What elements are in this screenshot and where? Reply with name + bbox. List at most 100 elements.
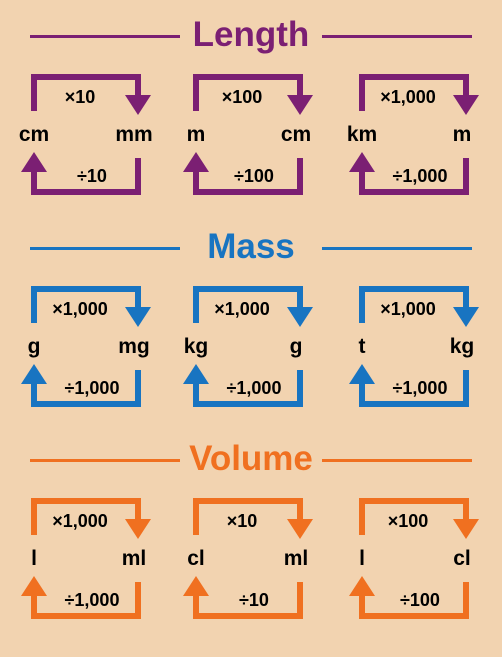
arrow-down-icon — [453, 307, 479, 327]
multiply-label: ×10 — [227, 511, 258, 531]
unit-to: mg — [118, 335, 150, 358]
divide-label: ÷1,000 — [227, 378, 282, 398]
unit-to: ml — [284, 547, 309, 570]
conversion-diagrams: ×10 ÷10 cm mm ×100 ÷100 m cm ×1,000 ÷1,000 km m — [19, 74, 479, 195]
divide-path — [193, 158, 303, 195]
conversion-loop: ×1,000 ÷1,000 km m — [347, 74, 479, 195]
title-rule-left — [30, 459, 180, 462]
multiply-label: ×1,000 — [380, 87, 436, 107]
arrow-up-icon — [349, 152, 375, 172]
multiply-path — [31, 74, 141, 111]
divide-path — [359, 370, 469, 407]
multiply-label: ×1,000 — [52, 511, 108, 531]
divide-path — [359, 582, 469, 619]
section-header: Length — [0, 12, 502, 60]
arrow-down-icon — [287, 95, 313, 115]
multiply-path — [193, 286, 303, 323]
arrow-down-icon — [125, 95, 151, 115]
unit-from: cl — [187, 547, 205, 570]
section-header: Volume — [0, 436, 502, 484]
conversion-loop: ×10 ÷10 cm mm — [19, 74, 153, 195]
multiply-path — [359, 286, 469, 323]
section-length: Length ×10 ÷10 cm mm ×100 ÷100 m cm ×1,000 ÷1,000… — [0, 0, 502, 212]
divide-label: ÷1,000 — [393, 166, 448, 186]
unit-to: m — [453, 123, 472, 146]
unit-to: ml — [122, 547, 147, 570]
divide-label: ÷100 — [234, 166, 274, 186]
section-title: Length — [192, 15, 310, 54]
divide-label: ÷10 — [77, 166, 107, 186]
conversion-loop: ×1,000 ÷1,000 t kg — [349, 286, 479, 407]
multiply-label: ×1,000 — [380, 299, 436, 319]
arrow-up-icon — [349, 364, 375, 384]
unit-to: mm — [115, 123, 152, 146]
arrow-up-icon — [21, 152, 47, 172]
unit-from: kg — [184, 335, 209, 358]
unit-to: cm — [281, 123, 311, 146]
divide-label: ÷1,000 — [393, 378, 448, 398]
unit-from: g — [28, 335, 41, 358]
multiply-label: ×1,000 — [214, 299, 270, 319]
arrow-up-icon — [183, 364, 209, 384]
multiply-path — [31, 498, 141, 535]
divide-path — [359, 158, 469, 195]
conversion-loop: ×1,000 ÷1,000 g mg — [21, 286, 151, 407]
title-rule-right — [322, 459, 472, 462]
divide-path — [31, 158, 141, 195]
divide-path — [193, 582, 303, 619]
divide-label: ÷1,000 — [65, 378, 120, 398]
unit-from: km — [347, 123, 377, 146]
arrow-down-icon — [287, 307, 313, 327]
multiply-path — [193, 74, 303, 111]
section-title: Mass — [207, 227, 295, 266]
multiply-path — [359, 498, 469, 535]
conversion-diagrams: ×1,000 ÷1,000 l ml ×10 ÷10 cl ml ×100 ÷100 l cl — [21, 498, 479, 619]
title-rule-right — [322, 35, 472, 38]
divide-label: ÷1,000 — [65, 590, 120, 610]
arrow-up-icon — [21, 364, 47, 384]
multiply-label: ×100 — [222, 87, 263, 107]
conversion-loop: ×1,000 ÷1,000 l ml — [21, 498, 151, 619]
divide-label: ÷10 — [239, 590, 269, 610]
multiply-path — [193, 498, 303, 535]
conversion-loop: ×100 ÷100 l cl — [349, 498, 479, 619]
divide-label: ÷100 — [400, 590, 440, 610]
arrow-up-icon — [183, 576, 209, 596]
unit-to: kg — [450, 335, 475, 358]
unit-from: m — [187, 123, 206, 146]
divide-path — [31, 582, 141, 619]
arrow-down-icon — [287, 519, 313, 539]
unit-from: l — [31, 547, 37, 570]
conversion-loop: ×1,000 ÷1,000 kg g — [183, 286, 313, 407]
arrow-down-icon — [453, 95, 479, 115]
arrow-down-icon — [125, 307, 151, 327]
divide-path — [31, 370, 141, 407]
multiply-label: ×10 — [65, 87, 96, 107]
title-rule-left — [30, 247, 180, 250]
unit-to: g — [290, 335, 303, 358]
conversion-loop: ×100 ÷100 m cm — [183, 74, 313, 195]
unit-from: l — [359, 547, 365, 570]
conversion-loop: ×10 ÷10 cl ml — [183, 498, 313, 619]
multiply-path — [31, 286, 141, 323]
arrow-up-icon — [21, 576, 47, 596]
multiply-path — [359, 74, 469, 111]
title-rule-right — [322, 247, 472, 250]
unit-to: cl — [453, 547, 471, 570]
section-title: Volume — [189, 439, 313, 478]
section-volume: Volume ×1,000 ÷1,000 l ml ×10 ÷10 cl ml ×100 ÷100… — [0, 424, 502, 636]
multiply-label: ×100 — [388, 511, 429, 531]
divide-path — [193, 370, 303, 407]
title-rule-left — [30, 35, 180, 38]
multiply-label: ×1,000 — [52, 299, 108, 319]
arrow-up-icon — [183, 152, 209, 172]
arrow-down-icon — [453, 519, 479, 539]
arrow-down-icon — [125, 519, 151, 539]
arrow-up-icon — [349, 576, 375, 596]
unit-from: t — [359, 335, 366, 358]
section-header: Mass — [0, 224, 502, 272]
unit-from: cm — [19, 123, 49, 146]
